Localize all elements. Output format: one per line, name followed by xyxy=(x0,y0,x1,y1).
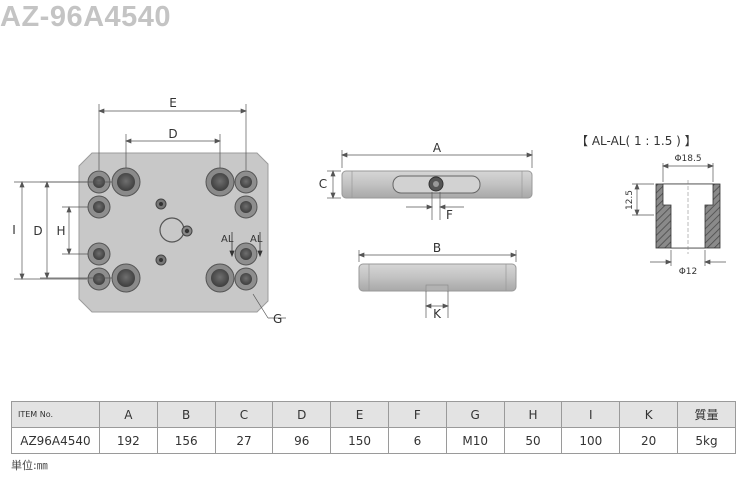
small-hole xyxy=(234,242,258,266)
table-header-cell: ITEM No. xyxy=(11,401,100,428)
side-view-a: A C F xyxy=(319,141,533,222)
label-a: A xyxy=(433,141,442,155)
small-hole xyxy=(234,195,258,219)
table-cell: AZ96A4540 xyxy=(11,427,100,454)
side-view-b: B K xyxy=(358,241,517,321)
label-i: I xyxy=(12,223,16,237)
label-e: E xyxy=(169,96,177,110)
table-header-cell: F xyxy=(388,401,447,428)
table-header-cell: H xyxy=(503,401,563,428)
dimension-height xyxy=(632,183,654,216)
label-height: 12.5 xyxy=(625,190,635,210)
tapped-hole xyxy=(155,198,167,210)
unit-note: 単位:㎜ xyxy=(11,459,48,472)
label-g: G xyxy=(273,312,282,326)
label-al-left: AL xyxy=(221,234,234,245)
counterbore-hole xyxy=(111,263,141,293)
tapped-hole xyxy=(155,254,167,266)
dimension-d-top xyxy=(125,134,221,168)
table-cell: 156 xyxy=(156,427,216,454)
table-cell: 5kg xyxy=(677,427,736,454)
label-d-left: D xyxy=(33,224,42,238)
small-hole xyxy=(234,267,258,291)
table-cell: 50 xyxy=(503,427,563,454)
table-header-cell: B xyxy=(156,401,216,428)
table-cell: 20 xyxy=(619,427,679,454)
dimension-h xyxy=(62,206,88,255)
label-b: B xyxy=(433,241,441,255)
table-header-cell: K xyxy=(619,401,679,428)
table-row: AZ96A4540 192 156 27 96 150 6 M10 50 100… xyxy=(11,427,736,454)
dimension-k xyxy=(425,291,449,318)
table-header-cell: G xyxy=(445,401,505,428)
spec-table: ITEM No. A B C D E F G H I K 質量 AZ96A454… xyxy=(11,401,736,454)
table-header-cell: C xyxy=(214,401,274,428)
section-title: 【 AL-AL( 1 : 1.5 ) 】 xyxy=(576,134,697,148)
label-c: C xyxy=(319,177,327,191)
dimension-top-dia xyxy=(662,163,714,182)
label-al-right: AL xyxy=(250,234,263,245)
label-f: F xyxy=(446,208,453,222)
table-header-cell: E xyxy=(330,401,389,428)
dimension-i xyxy=(14,181,87,280)
counterbore-hole xyxy=(205,167,235,197)
counterbore-hole xyxy=(111,167,141,197)
table-cell: 100 xyxy=(561,427,621,454)
label-h: H xyxy=(56,224,65,238)
section-mark-al xyxy=(229,232,263,258)
section-view: 【 AL-AL( 1 : 1.5 ) 】 Φ18.5 12.5 xyxy=(576,134,726,277)
technical-drawing: E D I D xyxy=(12,96,726,326)
label-top-dia: Φ18.5 xyxy=(674,154,701,164)
label-bottom-dia: Φ12 xyxy=(679,267,698,277)
dimension-d-left xyxy=(40,181,112,279)
small-hole xyxy=(87,242,111,266)
table-header-row: ITEM No. A B C D E F G H I K 質量 xyxy=(11,401,736,428)
table-cell: 6 xyxy=(388,427,447,454)
dimension-f xyxy=(406,192,464,220)
table-cell: 150 xyxy=(330,427,389,454)
dimension-b xyxy=(358,250,517,262)
label-k: K xyxy=(433,307,442,321)
table-header-cell: D xyxy=(272,401,332,428)
table-cell: 192 xyxy=(98,427,158,454)
small-hole xyxy=(234,170,258,194)
small-hole xyxy=(87,195,111,219)
table-cell: 27 xyxy=(214,427,274,454)
table-cell: M10 xyxy=(445,427,505,454)
table-cell: 96 xyxy=(272,427,332,454)
leader-g xyxy=(252,293,286,319)
center-hole xyxy=(159,217,193,243)
table-header-cell: I xyxy=(561,401,621,428)
dimension-a xyxy=(341,150,533,168)
table-header-cell: A xyxy=(98,401,158,428)
label-d: D xyxy=(168,127,177,141)
product-title: AZ-96A4540 xyxy=(0,1,172,33)
dimension-bottom-dia xyxy=(650,250,726,266)
small-hole xyxy=(87,267,111,291)
dimension-e xyxy=(98,104,247,170)
table-header-cell: 質量 xyxy=(677,401,736,428)
counterbore-hole xyxy=(205,263,235,293)
dimension-c xyxy=(327,170,341,199)
top-view: E D I D xyxy=(12,96,286,326)
